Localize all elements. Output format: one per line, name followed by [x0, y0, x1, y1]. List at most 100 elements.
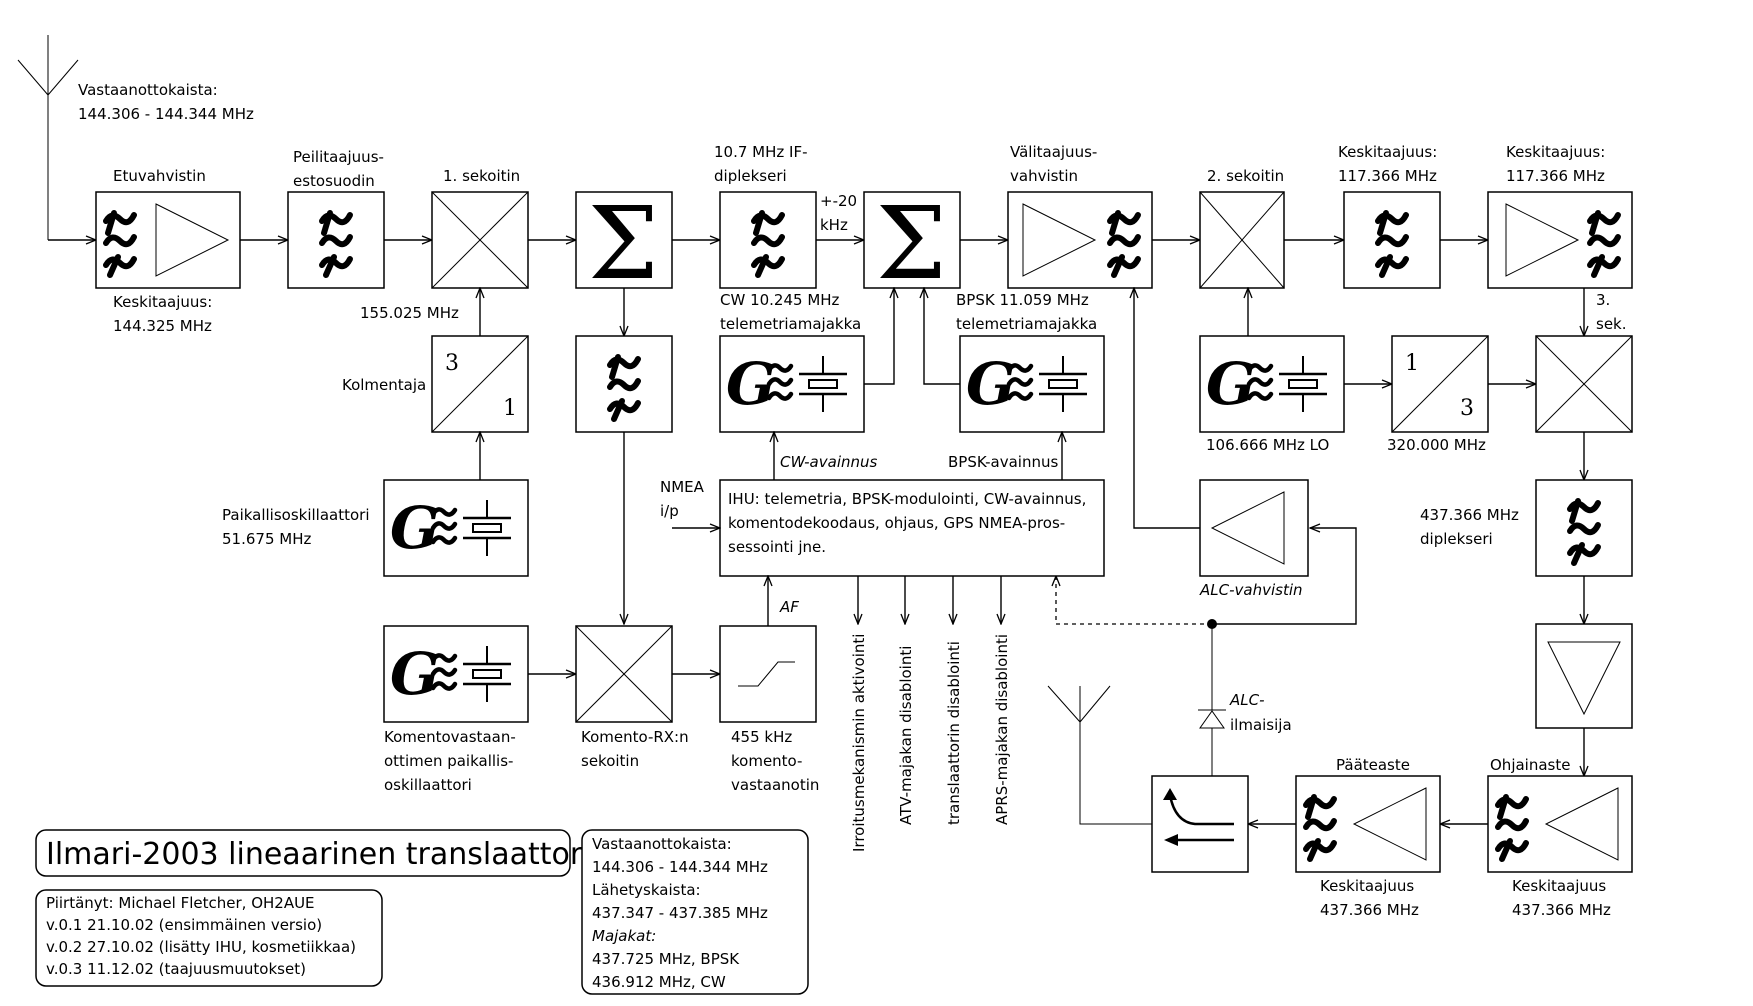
credits-line-4: v.0.3 11.12.02 (taajuusmuutokset): [46, 960, 306, 978]
ihu-outputs: Irroitusmekanismin aktivointi ATV-majaka…: [850, 576, 1011, 852]
amplifier-icon: [1210, 491, 1285, 565]
rx-band-value: 144.306 - 144.344 MHz: [78, 105, 254, 123]
lo2-label: 106.666 MHz LO: [1206, 436, 1329, 454]
ihu-output-2: ATV-majakan disablointi: [897, 646, 915, 825]
nmea-label-1: NMEA: [660, 478, 705, 496]
local-oscillator-block: G: [383, 479, 529, 577]
attenuator-block: [1535, 623, 1633, 729]
amplifier-icon: [1022, 203, 1097, 277]
if-diplexer-block: [719, 191, 817, 289]
bpsk-beacon-title-2: telemetriamajakka: [956, 315, 1097, 333]
cmd-rx-label-1: 455 kHz: [731, 728, 792, 746]
credits-line-3: v.0.2 27.10.02 (lisätty IHU, kosmetiikka…: [46, 938, 356, 956]
ihu-text-1: IHU: telemetria, BPSK-modulointi, CW-ava…: [728, 490, 1086, 508]
summary-line-1: Vastaanottokaista:: [592, 835, 732, 853]
cmd-lo-label-3: oskillaattori: [384, 776, 472, 794]
tripler2-num-top: 1: [1405, 351, 1419, 376]
local-osc-freq: 51.675 MHz: [222, 530, 311, 548]
lo2-block: G: [1199, 335, 1345, 433]
ihu-output-3: translaattorin disablointi: [945, 641, 963, 825]
cw-beacon-title-2: telemetriamajakka: [720, 315, 861, 333]
cmd-rx-label-2: komento-: [731, 752, 802, 770]
sigma-icon: Σ: [588, 185, 659, 302]
limiter-icon: [738, 661, 795, 687]
preamp-block: [95, 191, 241, 289]
amp-117-block: [1487, 191, 1633, 289]
tripler2-label: 320.000 MHz: [1387, 436, 1486, 454]
driver-block: [1487, 775, 1633, 873]
command-mixer-block: [575, 625, 673, 723]
credits-line-1: Piirtänyt: Michael Fletcher, OH2AUE: [46, 894, 315, 912]
driver-title: Ohjainaste: [1490, 756, 1570, 774]
credits-line-2: v.0.1 21.10.02 (ensimmäinen versio): [46, 916, 322, 934]
summary-line-2: 144.306 - 144.344 MHz: [592, 858, 768, 876]
ihu-text-3: sessointi jne.: [728, 538, 826, 556]
tripler2-num-bottom: 3: [1460, 396, 1474, 421]
credits-box: [35, 889, 383, 987]
summary-box: [581, 829, 809, 995]
alc-amplifier-block: [1199, 479, 1309, 577]
tripler-block: 3 1: [431, 335, 529, 433]
local-osc-label: Paikallisoskillaattori: [222, 506, 370, 524]
bpsk-beacon-block: G: [959, 335, 1105, 433]
ihu-block: IHU: telemetria, BPSK-modulointi, CW-ava…: [719, 479, 1105, 577]
alc-detector-label-1: ALC-: [1229, 691, 1265, 709]
pa-center-freq: 437.366 MHz: [1320, 901, 1419, 919]
mixer2-title: 2. sekoitin: [1207, 167, 1284, 185]
filter-117-block: [1343, 191, 1441, 289]
summary-line-5: Majakat:: [592, 927, 656, 945]
tripler-num-bottom: 1: [503, 396, 517, 421]
ihu-output-4: APRS-majakan disablointi: [993, 634, 1011, 825]
summary-line-6: 437.725 MHz, BPSK: [592, 950, 740, 968]
preamp-center-label: Keskitaajuus:: [113, 293, 212, 311]
filter117-title-2: 117.366 MHz: [1338, 167, 1437, 185]
cmd-lo-label-1: Komentovastaan-: [384, 728, 516, 746]
if-diplexer-title-2: diplekseri: [714, 167, 787, 185]
mixer1-title: 1. sekoitin: [443, 167, 520, 185]
image-filter-title-2: estosuodin: [293, 172, 375, 190]
command-filter-block: [575, 335, 673, 433]
cw-beacon-title-1: CW 10.245 MHz: [720, 291, 840, 309]
driver-center-label: Keskitaajuus: [1512, 877, 1606, 895]
pa-center-label: Keskitaajuus: [1320, 877, 1414, 895]
sigma-icon: Σ: [876, 185, 947, 302]
mixer2-block: [1199, 191, 1285, 289]
summer2-block: Σ: [863, 185, 961, 302]
diplexer437-label-2: diplekseri: [1420, 530, 1493, 548]
directional-coupler-block: [1151, 775, 1249, 873]
cmd-mixer-label-2: sekoitin: [581, 752, 639, 770]
tripler-label: Kolmentaja: [342, 376, 426, 394]
mixer1-lo-freq: 155.025 MHz: [360, 304, 459, 322]
amplifier-down-icon: [1547, 641, 1621, 716]
if-diplexer-title-1: 10.7 MHz IF-: [714, 143, 808, 161]
rx-antenna-icon: [17, 35, 96, 240]
preamp-center-freq: 144.325 MHz: [113, 317, 212, 335]
power-amp-block: [1295, 775, 1441, 873]
command-lo-block: G: [383, 625, 529, 723]
cw-keying-label: CW-avainnus: [780, 453, 878, 471]
summary-line-4: 437.347 - 437.385 MHz: [592, 904, 768, 922]
amplifier-icon: [1352, 787, 1427, 861]
amplifier-icon: [155, 203, 230, 277]
if-bandwidth-1: +-20: [820, 192, 857, 210]
summer1-block: Σ: [575, 185, 673, 302]
title-box: [35, 829, 571, 877]
amp117-title-2: 117.366 MHz: [1506, 167, 1605, 185]
tripler2-block: 1 3: [1391, 335, 1489, 433]
mixer1-block: [431, 191, 529, 289]
command-receiver-block: [719, 625, 817, 723]
summary-line-3: Lähetyskaista:: [592, 881, 701, 899]
mixer3-label-2: sek.: [1596, 315, 1627, 333]
driver-center-freq: 437.366 MHz: [1512, 901, 1611, 919]
bpsk-beacon-title-1: BPSK 11.059 MHz: [956, 291, 1089, 309]
preamp-title: Etuvahvistin: [113, 167, 206, 185]
diplexer-437-block: [1535, 479, 1633, 577]
amplifier-icon: [1544, 787, 1619, 861]
diode-icon: [1198, 709, 1226, 729]
if-amp-title-2: vahvistin: [1010, 167, 1078, 185]
diplexer437-label-1: 437.366 MHz: [1420, 506, 1519, 524]
if-amp-title-1: Välitaajuus-: [1010, 143, 1097, 161]
image-filter-title-1: Peilitaajuus-: [293, 148, 384, 166]
alc-detector-label-2: ilmaisija: [1230, 716, 1292, 734]
